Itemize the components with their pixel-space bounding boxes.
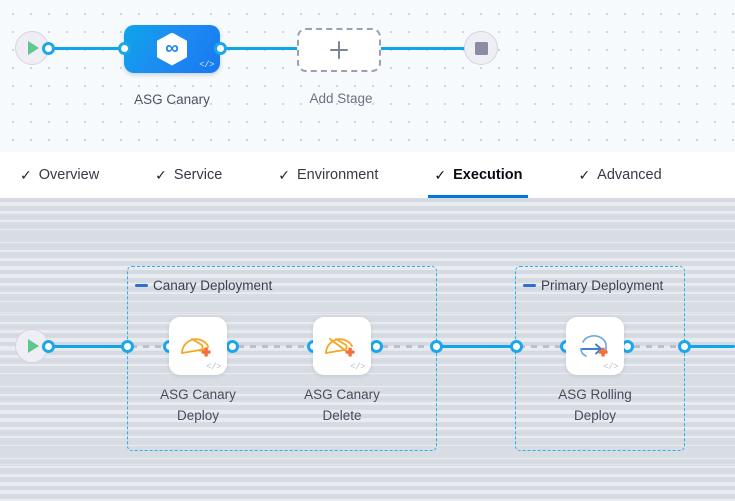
check-icon: ✓ (278, 167, 290, 183)
tab-advanced[interactable]: ✓ Advanced (572, 152, 667, 198)
check-icon: ✓ (434, 167, 447, 183)
connector-dashed-1 (131, 345, 173, 348)
collapse-dash-icon[interactable] (135, 284, 148, 287)
tab-environment[interactable]: ✓ Environment (272, 152, 384, 198)
add-stage-button[interactable] (297, 28, 381, 72)
port-group2-out[interactable] (678, 340, 691, 353)
connector-stage-to-add (215, 47, 305, 50)
connector-dashed-2 (226, 345, 316, 348)
stop-icon (474, 41, 488, 55)
connector-group1-to-group2 (437, 345, 523, 348)
step-node-asg-canary-delete[interactable]: </> (313, 317, 371, 375)
asg-canary-delete-icon (325, 338, 355, 357)
step-group-title-primary: Primary Deployment (523, 278, 663, 293)
step-label-asg-rolling-deploy: ASG Rolling Deploy (558, 387, 632, 423)
check-icon: ✓ (155, 167, 167, 183)
port-step2-out[interactable] (370, 340, 383, 353)
port-stage-in[interactable] (118, 42, 131, 55)
step-group-title-canary: Canary Deployment (135, 278, 272, 293)
connector-group2-out (685, 345, 735, 348)
add-stage-label: Add Stage (309, 91, 373, 106)
port-start-out[interactable] (42, 42, 55, 55)
harness-hexagon-icon: ∞ (157, 32, 187, 66)
step-label-asg-canary-deploy: ASG Canary Deploy (160, 387, 236, 423)
tab-execution[interactable]: ✓ Execution (428, 152, 529, 198)
step-node-asg-rolling-deploy[interactable]: </> (566, 317, 624, 375)
tab-label: Advanced (597, 167, 662, 183)
code-badge-icon: </> (199, 60, 214, 70)
infinity-glyph: ∞ (165, 37, 179, 59)
asg-canary-deploy-icon (181, 338, 211, 357)
port-group1-out[interactable] (430, 340, 443, 353)
stage-label-asg-canary: ASG Canary (134, 92, 210, 107)
tab-label: Service (173, 167, 223, 183)
tab-label: Environment (297, 167, 379, 183)
collapse-dash-icon[interactable] (523, 284, 536, 287)
port-exec-start-out[interactable] (42, 340, 55, 353)
step-group-primary-deployment[interactable] (515, 266, 685, 451)
group-title-label: Canary Deployment (153, 278, 273, 293)
code-badge-icon: </> (206, 362, 221, 372)
step-node-asg-canary-deploy[interactable]: </> (169, 317, 227, 375)
check-icon: ✓ (578, 167, 591, 183)
port-group1-in[interactable] (121, 340, 134, 353)
stage-tabs: ✓ Overview ✓ Service ✓ Environment ✓ Exe… (0, 152, 735, 199)
port-stage-out[interactable] (214, 42, 227, 55)
connector-exec-start (42, 345, 134, 348)
code-badge-icon: </> (603, 362, 618, 372)
port-step1-out[interactable] (226, 340, 239, 353)
step-group-canary-deployment[interactable] (127, 266, 437, 451)
stage-node-asg-canary[interactable]: ∞ </> (124, 25, 220, 73)
connector-dashed-5 (622, 345, 687, 348)
pipeline-end-node[interactable] (464, 31, 498, 65)
check-icon: ✓ (20, 167, 32, 183)
group-title-label: Primary Deployment (541, 278, 664, 293)
play-icon (28, 41, 39, 55)
connector-dashed-3 (370, 345, 438, 348)
connector-start-to-stage (40, 47, 132, 50)
execution-canvas[interactable]: Canary Deployment Primary Deployment (0, 198, 735, 501)
pipeline-start-node[interactable] (15, 31, 49, 65)
stage-canvas[interactable]: ∞ </> ASG Canary Add Stage (0, 0, 735, 152)
tab-label: Execution (453, 167, 523, 183)
tab-label: Overview (38, 167, 100, 183)
plus-icon (329, 40, 349, 60)
connector-add-to-end (377, 47, 470, 50)
connector-dashed-4 (519, 345, 569, 348)
step-label-asg-canary-delete: ASG Canary Delete (304, 387, 380, 423)
asg-rolling-deploy-icon (580, 334, 608, 357)
tab-overview[interactable]: ✓ Overview (14, 152, 105, 198)
port-group2-in[interactable] (510, 340, 523, 353)
play-icon (28, 339, 39, 353)
tab-service[interactable]: ✓ Service (149, 152, 228, 198)
code-badge-icon: </> (350, 362, 365, 372)
